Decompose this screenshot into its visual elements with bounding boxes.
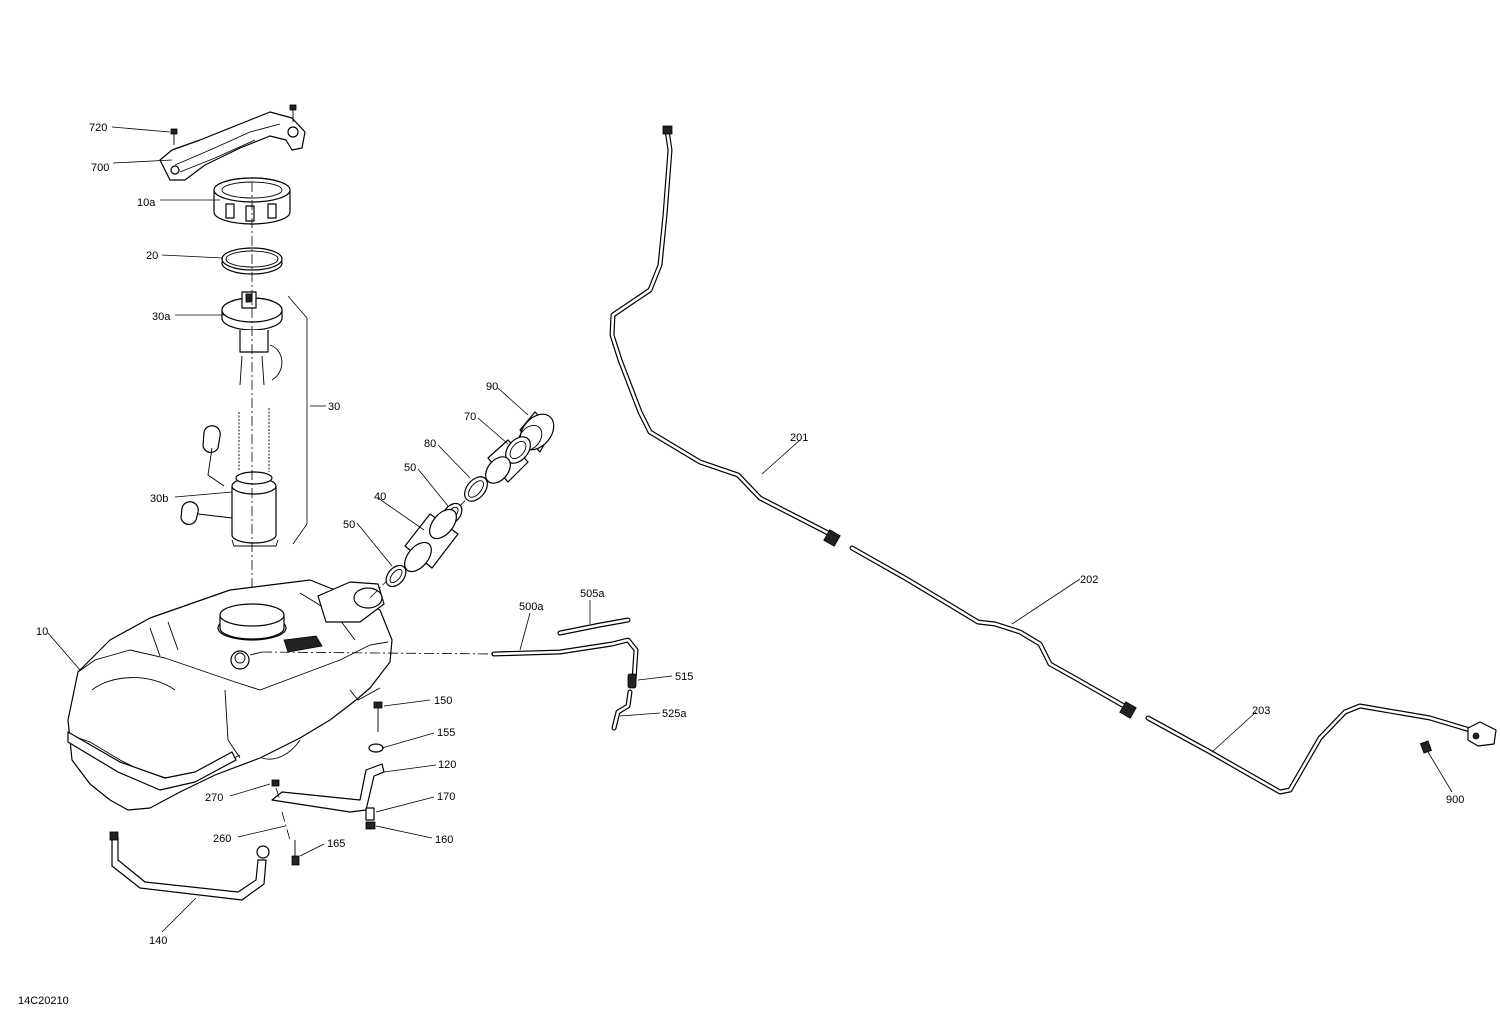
nut-part-270 (271, 779, 281, 801)
vent-hose-part-500a (491, 637, 639, 683)
callout-203: 203 (1252, 705, 1270, 717)
callout-270: 270 (205, 792, 223, 804)
clamp-part-50-lower (385, 564, 407, 588)
clip-part-900 (1420, 740, 1432, 754)
strap-part-140 (109, 831, 270, 901)
fuel-line-part-203 (1145, 703, 1497, 795)
spacer-part-260 (281, 811, 291, 841)
heat-shield-part-700 (159, 111, 306, 181)
washer-part-155 (368, 743, 384, 753)
callout-80: 80 (424, 438, 436, 450)
callout-525a: 525a (662, 708, 687, 720)
callout-70: 70 (464, 411, 476, 423)
callout-150: 150 (434, 695, 452, 707)
callout-160: 160 (435, 834, 453, 846)
hose-part-40 (404, 508, 459, 573)
callout-50-lower: 50 (343, 519, 355, 531)
callout-202: 202 (1080, 574, 1098, 586)
callout-50-upper: 50 (404, 462, 416, 474)
callout-260: 260 (213, 833, 231, 845)
clamp-part-80 (464, 476, 488, 502)
callout-30b: 30b (150, 493, 168, 505)
callout-90: 90 (486, 381, 498, 393)
vent-tube-part-525a (611, 689, 633, 731)
bolt-part-165 (291, 840, 300, 866)
bolt-part-150 (373, 701, 383, 732)
drawing-number: 14C20210 (18, 995, 69, 1007)
callout-120: 120 (438, 759, 456, 771)
fuel-tank-part-10 (67, 579, 393, 811)
spacer-part-170 (365, 807, 375, 821)
screw-part-720 (170, 104, 297, 145)
callout-505a: 505a (580, 588, 605, 600)
nut-part-160 (365, 821, 376, 830)
filler-cap-part-90 (517, 411, 555, 453)
bracket-part-120 (271, 763, 385, 813)
callout-30: 30 (328, 401, 340, 413)
callout-515: 515 (675, 671, 693, 683)
fuel-line-part-202 (849, 545, 1137, 719)
callout-720: 720 (89, 122, 107, 134)
callout-40: 40 (374, 491, 386, 503)
leader-lines (47, 126, 1453, 933)
vent-axis (261, 651, 496, 655)
fuel-line-part-201 (609, 125, 841, 547)
filler-neck-part-70 (485, 436, 531, 484)
callout-10a: 10a (137, 197, 156, 209)
callout-900: 900 (1446, 794, 1464, 806)
fuel-pump-body-part-30b (180, 408, 279, 547)
callout-10: 10 (36, 626, 48, 638)
assembly-bracket-30 (287, 295, 308, 545)
callout-140: 140 (149, 935, 167, 947)
callout-170: 170 (437, 791, 455, 803)
check-valve-part-515 (627, 673, 637, 689)
callout-700: 700 (91, 162, 109, 174)
vent-hose-part-505a (557, 617, 631, 636)
callout-500a: 500a (519, 601, 544, 613)
callout-201: 201 (790, 432, 808, 444)
callout-155: 155 (437, 727, 455, 739)
callout-30a: 30a (152, 311, 171, 323)
callout-20: 20 (146, 250, 158, 262)
callout-165: 165 (327, 838, 345, 850)
